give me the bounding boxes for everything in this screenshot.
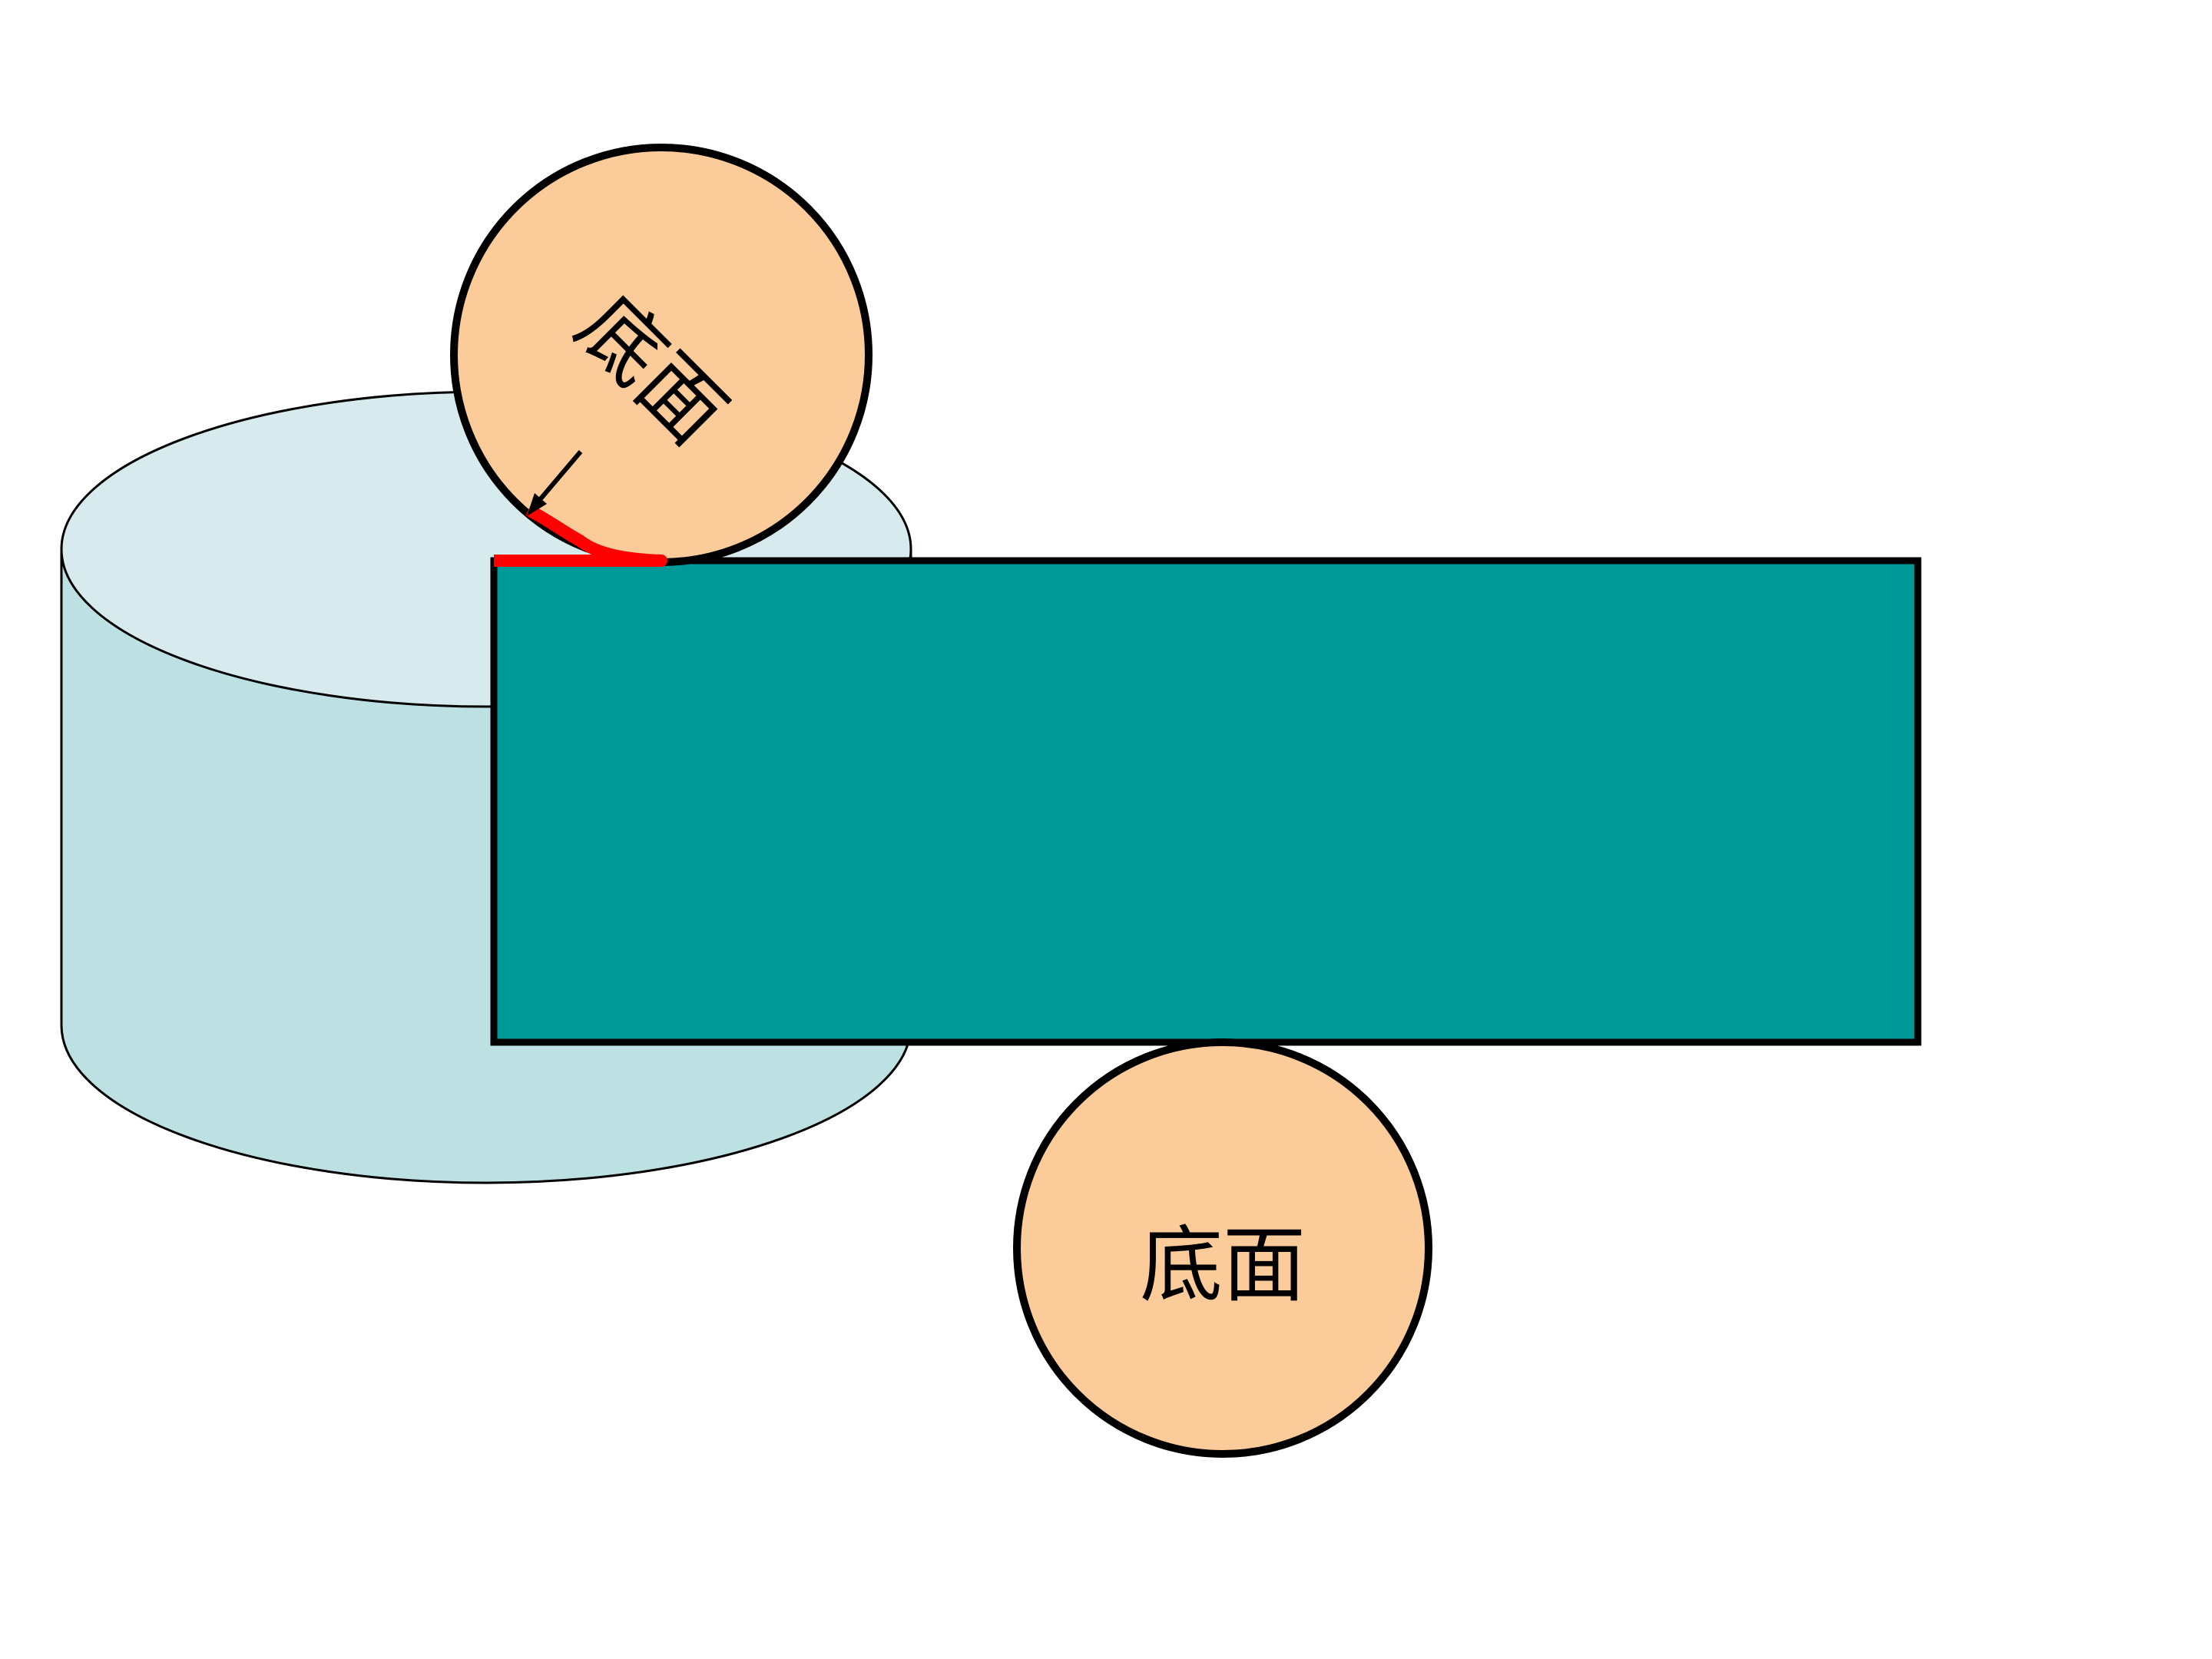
bottom-base-circle	[1013, 1038, 1432, 1458]
bottom-base-label: 底面	[1140, 1217, 1306, 1313]
pointer-arrow	[527, 450, 583, 516]
shared-edge-highlight	[494, 504, 667, 567]
lateral-face-rectangle	[490, 557, 1922, 1046]
